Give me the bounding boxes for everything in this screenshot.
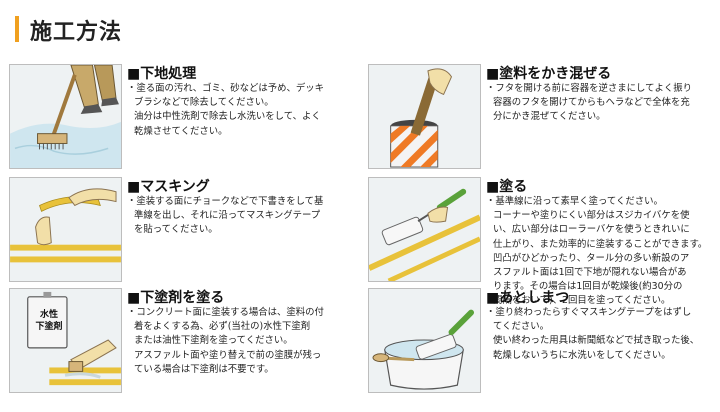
step-title: ■下塗剤を塗る: [127, 290, 225, 306]
step-description: ・フタを開ける前に容器を逆さまにしてよく振り 容器のフタを開けてからもヘラなどで…: [486, 82, 720, 125]
description-line: ります。その場合は1回目が乾燥後(約30分の: [493, 281, 683, 293]
description-line: 準線を出し、それに沿ってマスキングテープ: [134, 210, 321, 222]
description-line: 乾燥しないうちに水洗いをしてください。: [493, 349, 671, 361]
description-line: を貼ってください。: [134, 224, 218, 236]
cleanup-illustration: [368, 288, 481, 393]
primer-illustration: 水性 下塗剤: [9, 288, 122, 393]
stir-paint-illustration: [368, 64, 481, 169]
primer-can-icon: [10, 289, 121, 392]
description-line: 間隔をおいて)、2回目を塗ってください。: [493, 295, 671, 307]
step-title: ■塗る: [486, 179, 528, 195]
surface-prep-illustration: [9, 64, 122, 169]
masking-illustration: [9, 177, 122, 282]
step-description: ・基準線に沿って素早く塗ってください。 コーナーや塗りにくい部分はスジカイバケを…: [486, 195, 720, 309]
step-title: ■マスキング: [127, 179, 210, 195]
description-line: 着をよくする為、必ず(当社の)水性下塗剤: [134, 321, 311, 333]
masking-tape-icon: [10, 178, 121, 281]
description-line: 仕上がり、また効率的に塗装することができます。: [493, 238, 708, 250]
description-line: 乾燥させてください。: [134, 125, 228, 137]
step-description: ・塗る面の汚れ、ゴミ、砂などは予め、デッキ ブラシなどで除去してください。 油分…: [127, 82, 352, 139]
description-line: コーナーや塗りにくい部分はスジカイバケを使: [493, 210, 690, 222]
description-line: アスファルト面や塗り替えで前の塗膜が残っ: [134, 349, 322, 361]
description-line: てください。: [493, 321, 549, 333]
step-description: ・塗り終わったらすぐマスキングテープをはずし てください。 使い終わった用具は新…: [486, 306, 720, 363]
brush-scrub-icon: [10, 65, 121, 168]
description-line: 油分は中性洗剤で除去し水洗いをして、よく: [134, 111, 321, 123]
description-line: ・塗り終わったらすぐマスキングテープをはずし: [486, 307, 692, 318]
step-description: ・コンクリート面に塗装する場合は、塗料の付 着をよくする為、必ず(当社の)水性下…: [127, 306, 352, 377]
description-line: ている場合は下塗剤は不要です。: [134, 363, 274, 375]
description-line: 分にかき混ぜてください。: [493, 111, 606, 123]
header-accent-bar: [15, 16, 19, 42]
paint-roller-icon: [369, 178, 480, 281]
description-line: ・基準線に沿って素早く塗ってください。: [486, 196, 663, 207]
description-line: スファルト面は1回で下地が隠れない場合があ: [493, 267, 687, 279]
description-line: または油性下塗剤を塗ってください。: [134, 335, 293, 347]
paint-roller-illustration: [368, 177, 481, 282]
description-line: ・コンクリート面に塗装する場合は、塗料の付: [127, 307, 324, 318]
wash-bucket-icon: [369, 289, 480, 392]
description-line: ・フタを開ける前に容器を逆さまにしてよく振り: [486, 83, 692, 94]
description-line: ブラシなどで除去してください。: [134, 97, 274, 109]
step-title: ■塗料をかき混ぜる: [486, 66, 612, 82]
page-header: 施工方法: [0, 0, 720, 52]
description-line: 凹凸がひどかったり、タール分の多い新設のア: [493, 252, 690, 264]
can-label: 水性 下塗剤: [35, 310, 63, 332]
paint-can-icon: [369, 65, 480, 168]
description-line: ・塗装する面にチョークなどで下書きをして基: [127, 196, 324, 207]
step-title: ■あとしまつ: [486, 290, 570, 306]
description-line: 容器のフタを開けてからもヘラなどで全体を充: [493, 97, 690, 109]
step-title: ■下地処理: [127, 66, 197, 82]
step-description: ・塗装する面にチョークなどで下書きをして基 準線を出し、それに沿ってマスキングテ…: [127, 195, 352, 238]
description-line: ・塗る面の汚れ、ゴミ、砂などは予め、デッキ: [127, 83, 324, 94]
description-line: 使い終わった用具は新聞紙などで拭き取った後、: [493, 335, 700, 347]
page-title: 施工方法: [30, 20, 123, 45]
description-line: い、広い部分はローラーバケを使うときれいに: [493, 224, 690, 236]
